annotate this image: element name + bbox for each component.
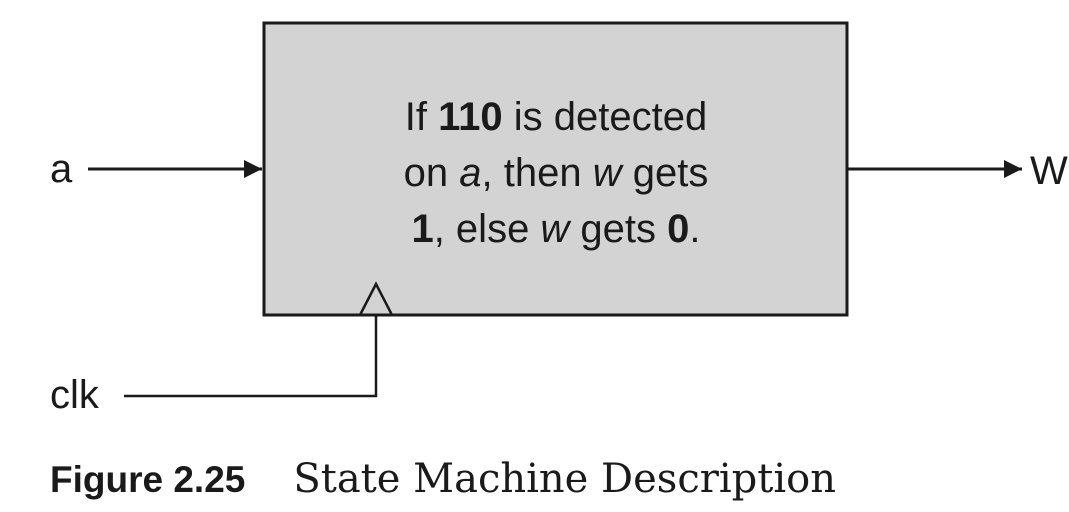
figure-caption: Figure 2.25 State Machine Description <box>50 456 836 512</box>
input-a-label: a <box>50 147 73 191</box>
output-w-label: W <box>1030 149 1068 193</box>
block-description-line-3: 1, else w gets 0. <box>411 207 700 251</box>
block-description-line-1: If 110 is detected <box>405 95 707 139</box>
block-description-line-2: on a, then w gets <box>404 151 709 195</box>
clock-triangle-icon <box>358 281 394 316</box>
clk-wire <box>124 315 378 398</box>
input-clk-label: clk <box>50 373 100 417</box>
state-machine-block <box>262 21 849 317</box>
figure-number: Figure 2.25 <box>50 459 246 500</box>
figure-title: State Machine Description <box>293 456 836 502</box>
